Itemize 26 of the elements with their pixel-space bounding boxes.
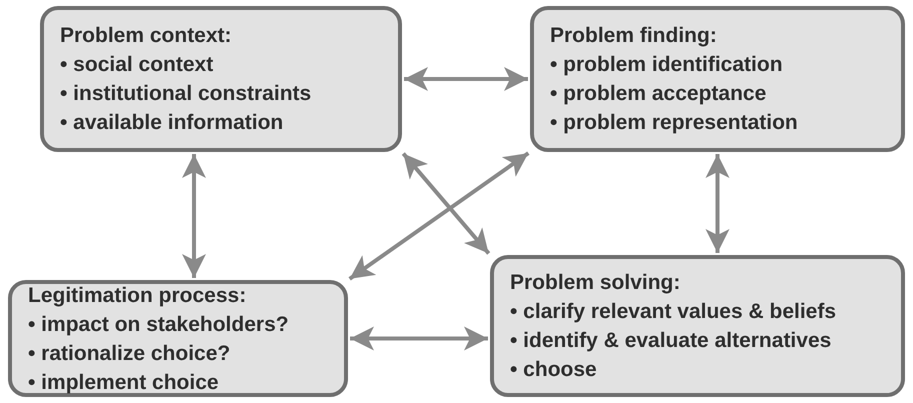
bullet-item: • choose — [510, 357, 598, 383]
double-arrow — [404, 67, 528, 91]
double-arrow — [182, 154, 206, 278]
bullet-item: • impact on stakeholders? — [28, 312, 290, 338]
bullet-item: • problem acceptance — [550, 81, 768, 107]
box-heading: Problem solving: — [510, 270, 682, 296]
double-arrow — [706, 154, 730, 253]
box-heading: Legitimation process: — [28, 282, 248, 308]
topic-box — [490, 255, 905, 397]
bullet-item: • implement choice — [28, 370, 220, 396]
double-arrow — [348, 152, 530, 280]
bullet-item: • problem representation — [550, 110, 799, 136]
bullet-item: • problem identification — [550, 52, 784, 78]
bullet-item: • rationalize choice? — [28, 340, 232, 366]
double-arrow — [402, 152, 490, 255]
bullet-item: • social context — [60, 52, 214, 78]
bullet-item: • identify & evaluate alternatives — [510, 328, 832, 354]
box-heading: Problem finding: — [550, 23, 718, 49]
topic-box — [8, 280, 348, 397]
box-heading: Problem context: — [60, 23, 233, 49]
bullet-item: • clarify relevant values & beliefs — [510, 299, 838, 325]
topic-box — [40, 6, 402, 152]
double-arrow — [350, 326, 488, 350]
topic-box — [530, 6, 905, 152]
bullet-item: • institutional constraints — [60, 81, 312, 107]
bullet-item: • available information — [60, 110, 284, 136]
